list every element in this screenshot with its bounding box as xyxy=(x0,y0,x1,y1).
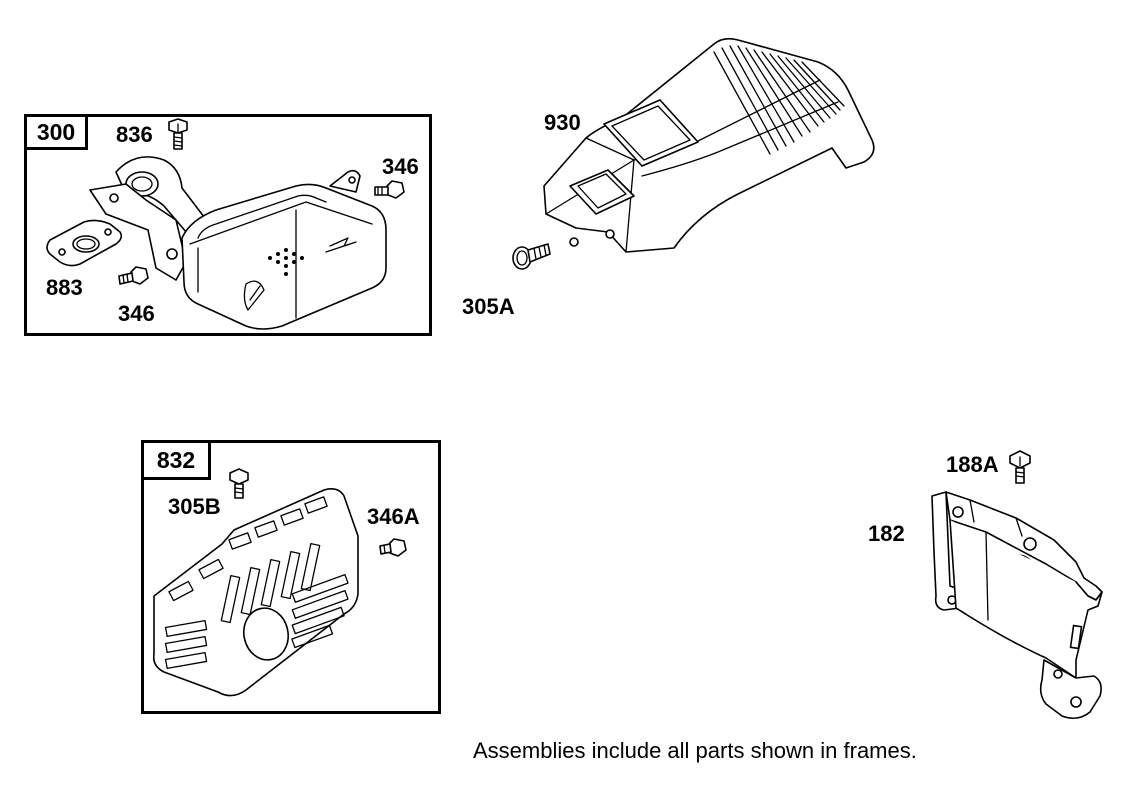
callout-305A[interactable]: 305A xyxy=(462,294,515,319)
screw-346-right-drawing[interactable] xyxy=(372,178,406,202)
callout-305B[interactable]: 305B xyxy=(168,494,221,519)
bracket-182-drawing[interactable] xyxy=(926,490,1110,722)
callout-346-right[interactable]: 346 xyxy=(382,154,419,179)
callout-188A[interactable]: 188A xyxy=(946,452,999,477)
screw-305A-drawing[interactable] xyxy=(510,238,552,272)
muffler-assembly-frame xyxy=(24,114,432,336)
screw-188A-drawing[interactable] xyxy=(1008,450,1032,486)
muffler-assembly-tag[interactable]: 300 xyxy=(24,114,88,150)
muffler-drawing[interactable] xyxy=(86,150,406,330)
assemblies-note: Assemblies include all parts shown in fr… xyxy=(473,738,917,763)
callout-836[interactable]: 836 xyxy=(116,122,153,147)
callout-346A[interactable]: 346A xyxy=(367,504,420,529)
guard-assembly-tag[interactable]: 832 xyxy=(141,440,211,480)
shroud-930-drawing[interactable] xyxy=(538,36,878,256)
gasket-883-drawing[interactable] xyxy=(44,216,126,268)
screw-305B-drawing[interactable] xyxy=(228,468,250,500)
callout-883[interactable]: 883 xyxy=(46,275,83,300)
callout-930[interactable]: 930 xyxy=(544,110,581,135)
callout-346-bottom[interactable]: 346 xyxy=(118,301,155,326)
guard-832-drawing[interactable] xyxy=(148,484,364,702)
screw-346-bottom-drawing[interactable] xyxy=(116,264,150,290)
guard-assembly-frame xyxy=(141,440,441,714)
screw-346A-drawing[interactable] xyxy=(378,536,408,562)
callout-182[interactable]: 182 xyxy=(868,521,905,546)
screw-836-drawing[interactable] xyxy=(166,118,190,152)
